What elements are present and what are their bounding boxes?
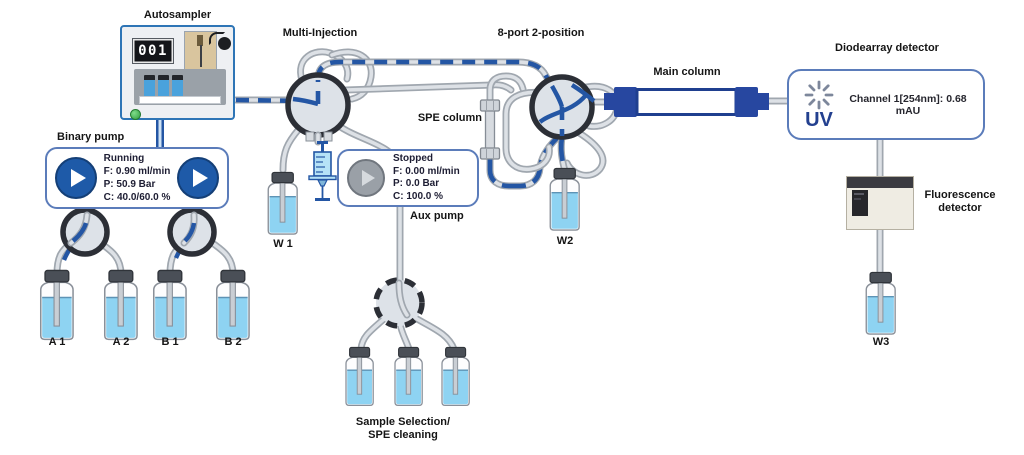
tube-injector-to-w1 bbox=[279, 125, 303, 174]
sample-selection-valve[interactable] bbox=[373, 277, 425, 329]
power-led-indicator bbox=[130, 109, 141, 120]
uv-lamp: UV bbox=[797, 79, 841, 131]
bottle-sample-3 bbox=[441, 346, 470, 407]
pump-a-run-button[interactable] bbox=[55, 157, 97, 199]
bottle-sample-1 bbox=[345, 346, 374, 407]
bottle-b2-label: B 2 bbox=[224, 336, 242, 348]
bottle-a2-label: A 2 bbox=[112, 336, 130, 348]
aux-pump-status: Stopped F: 0.00 ml/min P: 0.0 Bar C: 100… bbox=[393, 153, 460, 203]
sample-loop-injector bbox=[297, 48, 375, 103]
tube-spe-bottom bbox=[486, 134, 561, 190]
tube-spe-top bbox=[486, 72, 527, 104]
bottle-w3-label: W3 bbox=[872, 336, 890, 348]
bottle-w2 bbox=[549, 167, 580, 231]
bottle-w1 bbox=[267, 171, 298, 235]
eight-port-valve[interactable] bbox=[529, 74, 596, 140]
vial-number-display: 001 bbox=[132, 38, 174, 64]
vial-icon bbox=[172, 75, 183, 97]
solvent-valve-b[interactable] bbox=[167, 207, 217, 257]
fluorescence-label-line1: Fluorescence bbox=[924, 189, 996, 201]
main-column-label: Main column bbox=[653, 66, 721, 78]
binary-pump-status: Running F: 0.90 ml/min P: 50.9 Bar C: 40… bbox=[104, 152, 171, 204]
spe-column-graphic bbox=[479, 99, 501, 160]
aux-pump-label: Aux pump bbox=[410, 210, 464, 222]
tray-shelf bbox=[139, 96, 221, 104]
pump-b-run-button[interactable] bbox=[177, 157, 219, 199]
multi-injection-valve[interactable] bbox=[285, 72, 351, 142]
uv-label: UV bbox=[805, 108, 833, 131]
play-icon bbox=[361, 170, 375, 186]
autosampler-module[interactable]: 001 bbox=[120, 25, 235, 120]
pump-composition-text: C: 100.0 % bbox=[393, 190, 444, 202]
solvent-valve-a[interactable] bbox=[60, 207, 110, 257]
lamp-starburst-icon bbox=[804, 80, 834, 109]
fluorescence-detector-module[interactable] bbox=[846, 176, 914, 230]
sample-selection-line2: SPE cleaning bbox=[368, 429, 438, 441]
tube-b2-to-valve bbox=[206, 237, 237, 278]
tube-8port-to-w2 bbox=[557, 133, 569, 175]
pump-pressure-text: P: 0.0 Bar bbox=[393, 178, 440, 189]
needle-knob-icon bbox=[209, 32, 231, 50]
pump-flow-text: F: 0.00 ml/min bbox=[393, 165, 460, 177]
sample-selection-line1: Sample Selection/ bbox=[355, 416, 451, 428]
spe-column-label: SPE column bbox=[417, 112, 482, 124]
pump-composition-text: C: 40.0/60.0 % bbox=[103, 192, 171, 203]
pump-status-text: Running bbox=[103, 153, 145, 164]
bottle-a2 bbox=[103, 269, 138, 341]
pump-pressure-text: P: 50.9 Bar bbox=[103, 179, 156, 190]
bottle-b1 bbox=[152, 269, 187, 341]
bottle-w1-label: W 1 bbox=[273, 238, 293, 250]
vial-tray bbox=[134, 69, 226, 105]
vial-icon bbox=[158, 75, 169, 97]
sample-selection-label: Sample Selection/ SPE cleaning bbox=[338, 416, 468, 442]
play-icon bbox=[192, 169, 208, 187]
syringe-icon bbox=[308, 131, 337, 201]
binary-pump-panel: Running F: 0.90 ml/min P: 50.9 Bar C: 40… bbox=[45, 147, 229, 209]
fluorescence-label-line2: detector bbox=[938, 202, 982, 214]
autosampler-label: Autosampler bbox=[143, 9, 212, 21]
aux-pump-run-button[interactable] bbox=[347, 159, 385, 197]
detector-display-panel bbox=[852, 190, 868, 216]
eight-port-label: 8-port 2-position bbox=[497, 27, 585, 39]
diodearray-detector-panel[interactable]: UV Channel 1[254nm]: 0.68 mAU bbox=[787, 69, 985, 140]
bottle-w3 bbox=[865, 271, 896, 335]
pump-flow-text: F: 0.90 ml/min bbox=[103, 166, 171, 177]
multi-injection-label: Multi-Injection bbox=[282, 27, 358, 39]
vial-icon bbox=[144, 75, 155, 97]
main-column-graphic bbox=[604, 87, 769, 117]
bottle-a1-label: A 1 bbox=[48, 336, 66, 348]
aux-pump-panel: Stopped F: 0.00 ml/min P: 0.0 Bar C: 100… bbox=[337, 149, 479, 207]
bottle-w2-label: W2 bbox=[556, 235, 574, 247]
detector-top-band bbox=[847, 177, 913, 188]
bottle-b1-label: B 1 bbox=[161, 336, 179, 348]
bottle-sample-2 bbox=[394, 346, 423, 407]
pump-status-text: Stopped bbox=[393, 153, 433, 164]
play-icon bbox=[70, 169, 86, 187]
fluorescence-label: Fluorescence detector bbox=[916, 189, 1004, 215]
bottle-b2 bbox=[215, 269, 250, 341]
channel-readout: Channel 1[254nm]: 0.68 mAU bbox=[849, 92, 967, 117]
bottle-a1 bbox=[39, 269, 74, 341]
diodearray-label: Diodearray detector bbox=[835, 42, 939, 54]
binary-pump-label: Binary pump bbox=[57, 131, 125, 143]
